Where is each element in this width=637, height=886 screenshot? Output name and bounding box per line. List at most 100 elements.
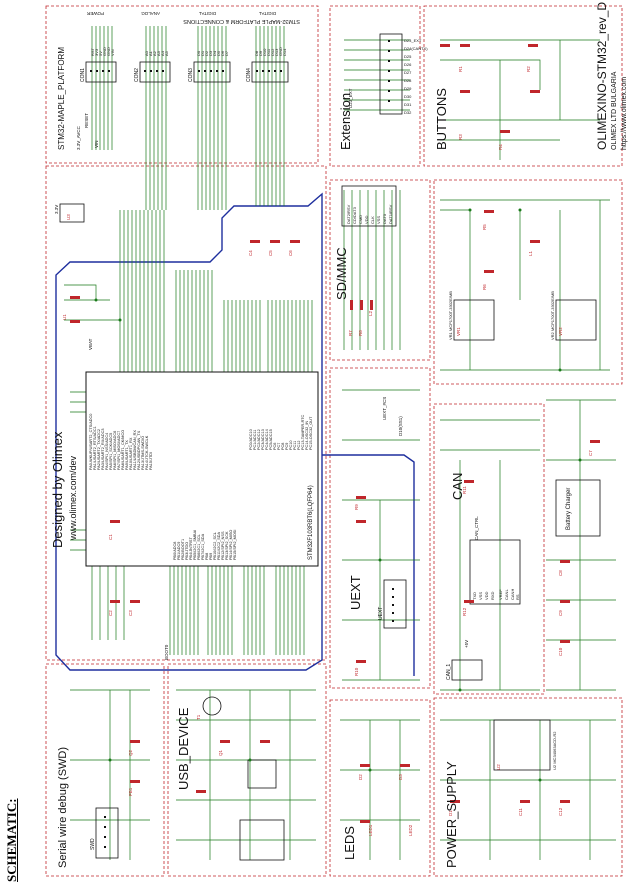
svg-text:R4: R4 (498, 144, 503, 150)
can-pin-labels: TXD VSS VDD RXD VREF CANL CANH RS (472, 589, 520, 600)
heading-text: SCHEMATIC: (4, 798, 19, 882)
svg-text:GND: GND (106, 47, 111, 56)
svg-text:PB2/BOOT1: PB2/BOOT1 (181, 539, 185, 560)
svg-text:PC8: PC8 (281, 443, 285, 450)
uext-block-outline (329, 367, 431, 689)
svg-text:VSS: VSS (376, 216, 381, 224)
analog-pin-labels: A0 A1 A2 A3 A4 A5 (144, 50, 169, 56)
power-label: POWER_SUPPLY (444, 761, 459, 868)
svg-text:U3: U3 (66, 214, 71, 220)
svg-text:D1: D1 (200, 50, 205, 56)
svg-text:U2: U2 (496, 764, 501, 770)
svg-text:R11: R11 (462, 486, 467, 494)
mcu-right-pin-labels: PB0/ADC8 PB1/ADC9 PB2/BOOT1 PB3/JTDO PB4… (173, 530, 237, 560)
designer-label: Designed by Olimex (50, 431, 65, 548)
svg-text:3.3V: 3.3V (54, 205, 59, 214)
can-transceiver (469, 539, 521, 605)
group-power: POWER (86, 11, 104, 16)
svg-text:L2: L2 (368, 310, 373, 316)
block-outlines (45, 5, 623, 877)
svg-text:LED1: LED1 (368, 824, 373, 836)
svg-text:C4: C4 (248, 250, 253, 256)
svg-text:C1: C1 (108, 534, 113, 540)
svg-text:R9: R9 (354, 504, 359, 510)
svg-text:PB8: PB8 (205, 553, 209, 560)
svg-text:PC10: PC10 (289, 441, 293, 451)
battery-label: Battery Charger (566, 488, 572, 530)
mcu-part-label: STM32F103RBT6(LQFP64) (308, 485, 314, 560)
uext-label: UEXT (348, 575, 363, 610)
svg-text:R3: R3 (458, 134, 463, 140)
svg-text:PB6/I2C1_SCL: PB6/I2C1_SCL (197, 534, 201, 560)
svg-text:C8: C8 (558, 570, 563, 576)
group-analog: ANALOG (141, 11, 160, 16)
svg-text:D29: D29 (404, 86, 412, 91)
svg-text:PB9: PB9 (209, 553, 213, 560)
svg-text:RS: RS (515, 594, 520, 600)
svg-text:PB1/ADC9: PB1/ADC9 (177, 542, 181, 560)
svg-text:3V3: 3V3 (94, 48, 99, 56)
schematic-heading: SCHEMATIC: (4, 798, 30, 882)
svg-text:GND: GND (102, 47, 107, 56)
svg-text:Q1: Q1 (218, 749, 223, 756)
svg-text:D3: D3 (398, 774, 403, 780)
mcu-top-wires (119, 210, 313, 372)
svg-text:PA14/JTCK-SWCLK: PA14/JTCK-SWCLK (145, 435, 149, 470)
svg-text:GND: GND (278, 47, 283, 56)
svg-text:D2: D2 (358, 774, 363, 780)
svg-text:R2: R2 (526, 66, 531, 72)
swd-connector-label: SWD (90, 838, 96, 850)
svg-text:PB13/SPI2_SCK: PB13/SPI2_SCK (225, 531, 229, 560)
net-labels: 3.3V 3.3V_AVCC +5V VIN VBAT RESET BOOT0 … (54, 88, 479, 660)
company-text: OLIMEX LTD BULGARIA (611, 71, 618, 150)
svg-text:PA3/USART2_RX/ADC3: PA3/USART2_RX/ADC3 (101, 429, 105, 470)
svg-text:LED2: LED2 (408, 824, 413, 836)
svg-text:BOOT0: BOOT0 (164, 644, 169, 660)
svg-text:PC4/ADC14: PC4/ADC14 (265, 429, 269, 450)
passive-parts (70, 44, 600, 823)
extension-pin-labels: D23_EXT D24(CANTX) D25 D26 D27 D28 D29 D… (404, 38, 428, 115)
can-label: CAN (450, 473, 465, 500)
transistor-t1 (202, 696, 222, 716)
can-connector-label: CAN_1 (446, 664, 452, 680)
svg-text:CMD: CMD (358, 215, 363, 224)
power-right-outline (433, 179, 623, 385)
svg-text:VR1 MCP1700T-3302E/MB: VR1 MCP1700T-3302E/MB (448, 291, 453, 340)
svg-text:PB15/SPI2_MOSI: PB15/SPI2_MOSI (233, 530, 237, 560)
svg-text:PA6/SPI1_MISO/ADC6: PA6/SPI1_MISO/ADC6 (113, 431, 117, 470)
svg-text:A4: A4 (160, 50, 165, 56)
can-connector (451, 659, 483, 681)
svg-text:VR1: VR1 (456, 327, 461, 336)
group-digital-a: DIGITAL (198, 11, 216, 16)
svg-text:PC9: PC9 (285, 443, 289, 450)
header-banner: STM32-MAPLE PLATFORM & CONNECTIONS (183, 18, 300, 24)
svg-text:PA5/SPI1_SCK/ADC5: PA5/SPI1_SCK/ADC5 (109, 433, 113, 470)
svg-text:PC13-TAMPER-RTC: PC13-TAMPER-RTC (301, 414, 305, 450)
svg-text:PC0/ADC10: PC0/ADC10 (249, 429, 253, 450)
leds-label: LEDS (342, 826, 357, 860)
components (59, 33, 601, 861)
svg-text:PC15-OSC32_OUT: PC15-OSC32_OUT (309, 416, 313, 450)
svg-text:VR2: VR2 (558, 327, 563, 336)
svg-text:U2 MC34063ACD-R2: U2 MC34063ACD-R2 (552, 731, 557, 770)
svg-text:C6: C6 (288, 250, 293, 256)
svg-text:CANL: CANL (504, 589, 509, 600)
svg-text:D2: D2 (204, 50, 209, 56)
svg-text:PA12/USBDP/CAN_TX: PA12/USBDP/CAN_TX (137, 430, 141, 470)
sd-label: SD/MMC (334, 247, 349, 300)
svg-text:PC5/ADC15: PC5/ADC15 (269, 429, 273, 450)
swd-connector (95, 807, 119, 859)
con1-label: CON1 (80, 68, 86, 82)
title-text: OLIMEXINO-STM32_rev_D (595, 2, 609, 150)
svg-text:CANH: CANH (510, 589, 515, 600)
sd-pin-labels: DAT2/RSV CD/DAT3 CMD VDD CLK VSS DAT0 DA… (346, 204, 393, 224)
svg-text:5V: 5V (98, 51, 103, 56)
svg-text:A0: A0 (144, 50, 149, 56)
svg-text:R7: R7 (348, 330, 353, 336)
svg-text:VDD: VDD (484, 591, 489, 600)
svg-text:VDD: VDD (364, 215, 369, 224)
svg-text:C7: C7 (588, 450, 593, 456)
svg-text:T1: T1 (196, 714, 201, 720)
header-wires (91, 26, 285, 210)
